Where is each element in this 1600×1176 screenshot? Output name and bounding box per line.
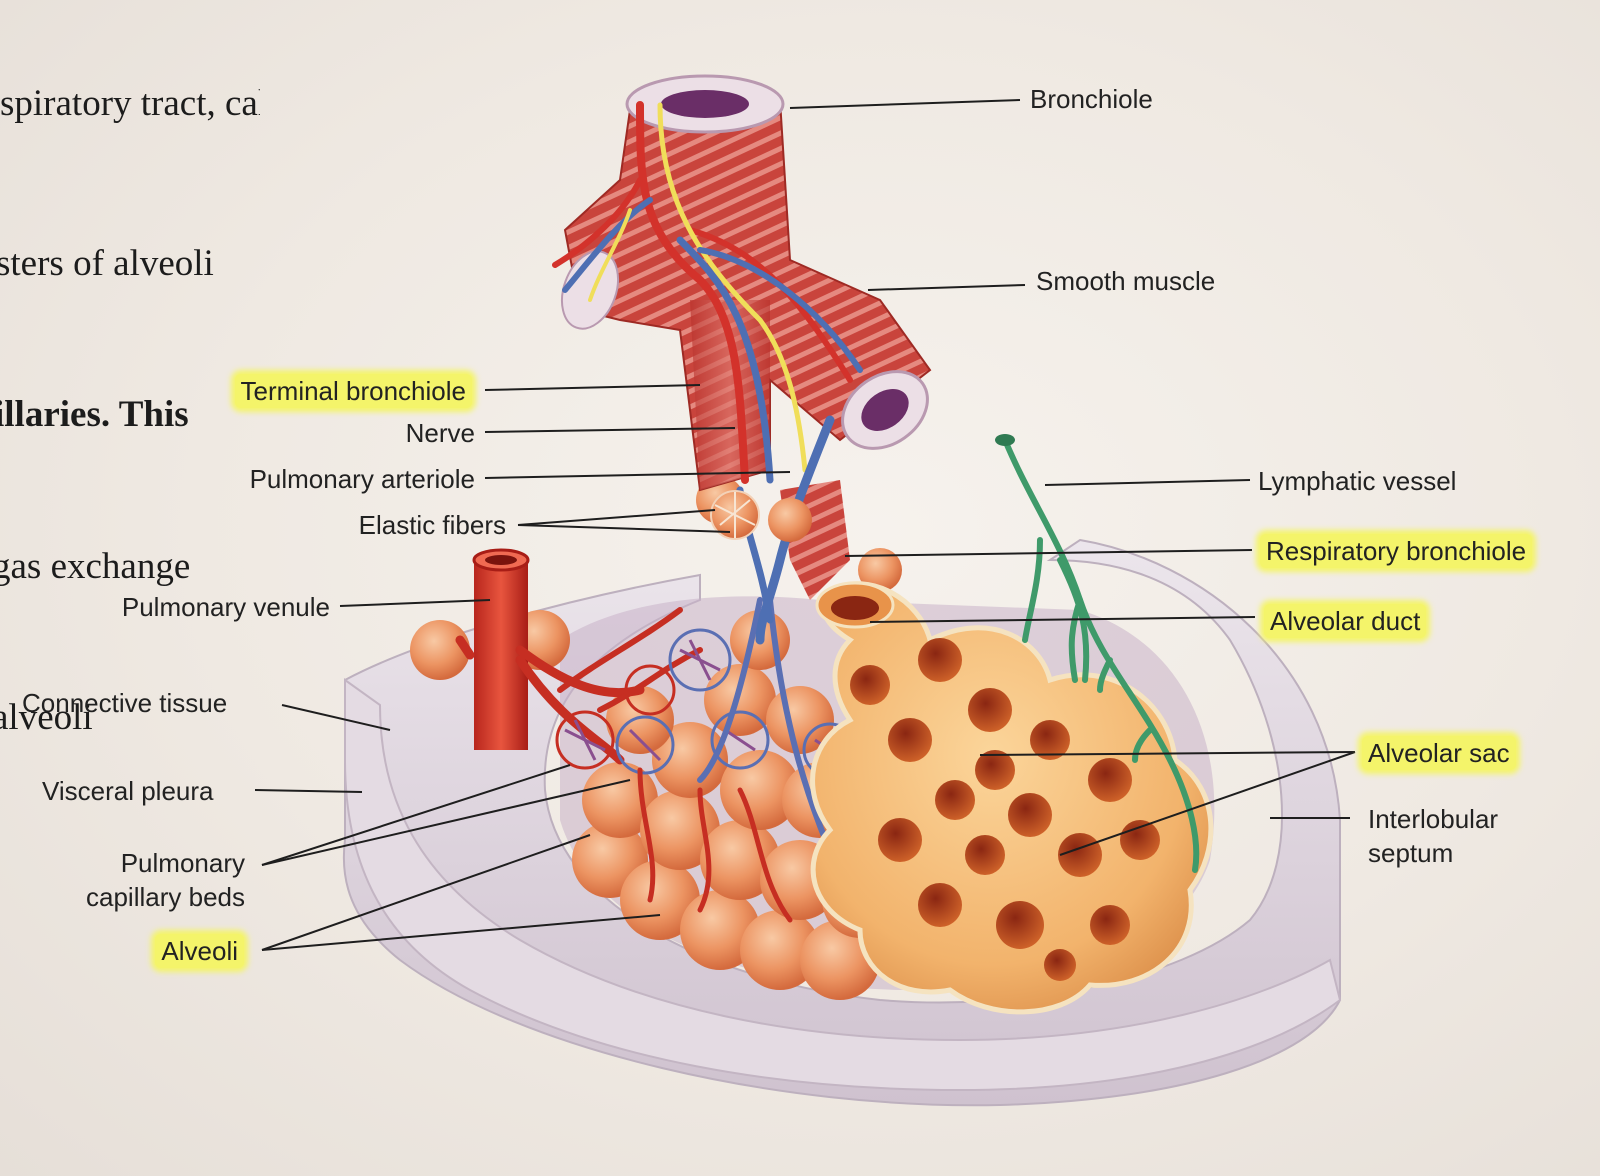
pleura-slab [342, 538, 1341, 1107]
label-nerve: Nerve [405, 418, 475, 448]
bronchiole-tube [560, 74, 932, 492]
bronchiole-vessels [552, 101, 863, 645]
leader-lines [254, 99, 1356, 951]
label-connective-tissue: Connective tissue [22, 688, 228, 718]
label-lymphatic-vessel: Lymphatic vessel [1258, 466, 1457, 496]
alveolar-sac-cutaway [810, 581, 1214, 1015]
lymph-vessel-end [995, 434, 1015, 446]
label-alveolar-duct: Alveolar duct [1264, 604, 1427, 638]
label-visceral-pleura: Visceral pleura [42, 776, 214, 806]
label-pulmonary-capillary-beds: Pulmonary capillary beds [86, 848, 245, 912]
label-elastic-fibers: Elastic fibers [358, 510, 506, 540]
paragraph-line: spiratory tract, called [0, 83, 260, 124]
label-alveolar-sac: Alveolar sac [1362, 736, 1516, 770]
label-respiratory-bronchiole: Respiratory bronchiole [1260, 534, 1533, 568]
label-interlobular-septum: Interlobular septum [1368, 804, 1499, 868]
connective-tissue-band [344, 678, 1342, 1092]
label-bronchiole: Bronchiole [1030, 84, 1153, 114]
label-pulmonary-arteriole: Pulmonary arteriole [249, 464, 475, 494]
label-terminal-bronchiole: Terminal bronchiole [190, 374, 472, 408]
lymphatic-vessel [1002, 437, 1200, 873]
label-pulmonary-venule: Pulmonary venule [121, 592, 330, 622]
paragraph-line: alveoli [0, 697, 93, 738]
paragraph-line: illaries. This [0, 394, 189, 435]
textbook-paragraph: spiratory tract, called sters of alveoli… [0, 0, 260, 794]
paragraph-line: sters of alveoli [0, 242, 214, 284]
elastic-fibers [710, 490, 812, 542]
label-alveoli: Alveoli [120, 934, 244, 968]
label-smooth-muscle: Smooth muscle [1036, 266, 1216, 296]
paragraph-line: gas exchange [0, 545, 191, 587]
capillary-beds [555, 628, 858, 778]
